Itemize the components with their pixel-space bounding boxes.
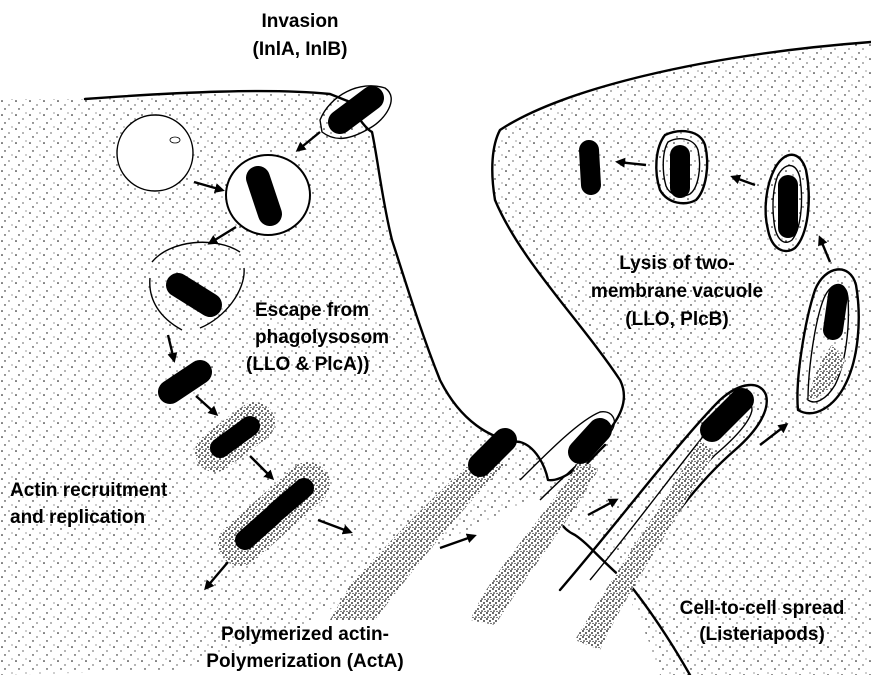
label-escape-1: Escape from xyxy=(255,300,369,321)
label-actin-1: Actin recruitment xyxy=(10,480,168,501)
released-bacterium xyxy=(589,150,591,185)
label-spread-1: Cell-to-cell spread xyxy=(680,598,845,619)
label-polymerized-2: Polymerization (ActA) xyxy=(206,651,403,672)
label-escape-2: phagolysosom xyxy=(255,327,389,348)
label-lysis-1: Lysis of two- xyxy=(619,253,734,274)
label-lysis-3: (LLO, PlcB) xyxy=(625,309,728,330)
label-actin-2: and replication xyxy=(10,507,145,528)
label-lysis-2: membrane vacuole xyxy=(591,281,763,302)
label-invasion-2: (InlA, InlB) xyxy=(253,39,348,60)
label-escape-3: (LLO & PlcA)) xyxy=(246,354,370,375)
right-host-cell xyxy=(492,42,871,675)
label-invasion-1: Invasion xyxy=(261,11,338,32)
label-polymerized-1: Polymerized actin- xyxy=(221,624,389,645)
label-spread-2: (Listeriapods) xyxy=(699,624,825,645)
